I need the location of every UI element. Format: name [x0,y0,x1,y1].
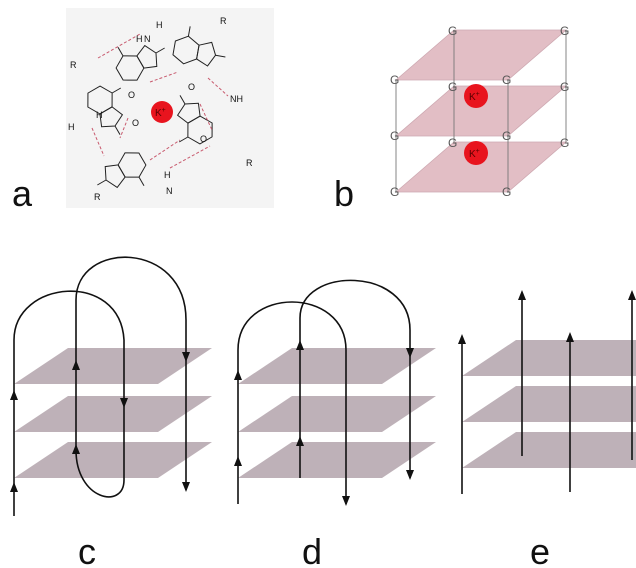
panel-d: d [234,279,436,568]
hbond-3 [207,77,229,97]
potassium-ion-a [151,101,173,123]
g-node: G [448,24,457,38]
atom-o-left: O [128,90,135,100]
atom-nh-right: NH [230,94,243,104]
panel-letter-e: e [530,531,550,568]
panel-letter-c: c [78,531,96,568]
arrowhead-d-2 [234,456,242,466]
atom-h-top2: H [136,34,143,44]
atom-r-right: R [246,158,253,168]
g-node: G [560,80,569,94]
strand-d-1 [237,301,347,504]
panel-letter-a: a [12,173,33,214]
panel-b: G G G G G G G G G G G G K+ K+ b [334,24,569,214]
potassium-label-a: K+ [155,107,166,119]
arrowhead-d-5 [296,436,304,446]
arrowhead-d-1 [234,370,242,380]
atom-n-top: N [144,34,151,44]
atom-h2n-left: H [68,122,75,132]
panel-a: R R R R H N H O H O H NH O H N O K+ a [12,8,274,214]
hbond-7 [91,127,105,157]
quartet-plate-c-middle [14,396,212,432]
panel-letter-d: d [302,531,322,568]
atom-r-top: R [220,16,227,26]
quartet-plate-e-middle [462,386,636,422]
atom-h-left: H [96,110,103,120]
arrowhead-e-1 [458,334,466,344]
strand-c-3 [75,400,125,498]
arrowhead-c-7 [182,482,190,492]
hbond-8 [119,117,129,139]
g-node: G [448,136,457,150]
panel-letter-b: b [334,173,354,214]
strand-d-2 [299,279,411,478]
potassium-ion-b-lower [464,141,488,165]
g-node: G [390,73,399,87]
atom-h-bottom: H [164,170,171,180]
atom-h-top: H [156,20,163,30]
g-node: G [502,185,511,199]
panel-e: e [458,290,636,568]
arrowhead-d-4 [296,340,304,350]
atom-r-bottom: R [94,192,101,202]
g-node: G [502,129,511,143]
arrowhead-e-3 [566,332,574,342]
panel-c: c [10,256,212,568]
quartet-plate-c-top [14,348,212,384]
atom-o-top: O [188,82,195,92]
potassium-label-b-upper: K+ [469,91,480,103]
quartet-plate-e-top [462,340,636,376]
potassium-ion-b-upper [464,84,488,108]
atom-n-bottom: N [166,186,173,196]
strand-c-2 [75,256,187,490]
arrowhead-c-2 [10,390,18,400]
g-node: G [560,24,569,38]
quartet-plate-d-middle [238,396,436,432]
potassium-label-b-lower: K+ [469,148,480,160]
arrowhead-d-7 [406,470,414,480]
arrowhead-e-2 [518,290,526,300]
quartet-plate-d-top [238,348,436,384]
strand-c-1 [13,290,125,516]
atom-o-bottom: O [132,118,139,128]
g-node: G [390,185,399,199]
hbond-5 [169,145,211,169]
g-node: G [390,129,399,143]
tetrad-plate-top [394,29,568,81]
g-node: G [502,73,511,87]
quartet-plate-d-bottom [238,442,436,478]
atom-o-right: O [200,134,207,144]
arrowhead-c-1 [10,482,18,492]
g-node: G [560,136,569,150]
hbond-1 [97,33,141,59]
g-node: G [448,80,457,94]
quartet-plate-c-bottom [14,442,212,478]
arrowhead-d-3 [342,496,350,506]
quartet-plate-e-bottom [462,432,636,468]
atom-r-left: R [70,60,77,70]
hbond-6 [149,139,181,161]
arrowhead-e-4 [628,290,636,300]
